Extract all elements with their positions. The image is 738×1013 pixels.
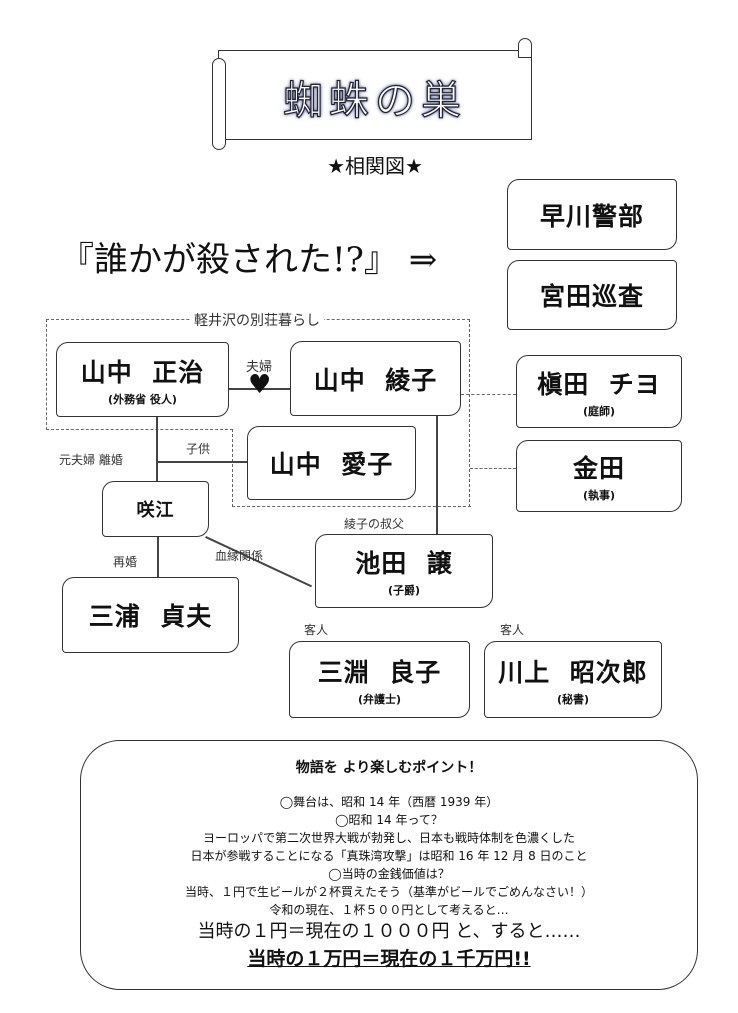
remarry-line (157, 537, 159, 577)
person-name: 早川警部 (539, 201, 644, 231)
blood-label: 血縁関係 (215, 549, 264, 563)
points-line: 日本が参戦することになる「真珠湾攻撃」は昭和 16 年 12 月 8 日のこと (190, 849, 588, 863)
person-name: 山中 正治 (80, 357, 205, 387)
person-name: 山中 愛子 (269, 450, 394, 479)
person-box-mibuchi: 三淵 良子 (弁護士) (289, 641, 470, 718)
person-box-sakie: 咲江 (102, 481, 209, 537)
child-label: 子供 (186, 442, 211, 456)
person-name: 金田 (572, 454, 625, 483)
scroll-roll-right (518, 38, 532, 58)
group-label: 軽井沢の別荘暮らし (190, 310, 324, 330)
uncle-label: 綾子の叔父 (344, 517, 405, 531)
remarry-label: 再婚 (113, 555, 138, 569)
ex-line (156, 417, 158, 482)
points-line: 令和の現在、１杯５００円として考えると… (269, 903, 509, 917)
points-line: ◯舞台は、昭和 14 年（西暦 1939 年） (279, 795, 499, 809)
person-box-makita: 槇田 チヨ (庭師) (516, 355, 682, 428)
connector (461, 394, 516, 395)
points-box: 物語を より楽しむポイント！ ◯舞台は、昭和 14 年（西暦 1939 年） ◯… (80, 740, 698, 990)
heart-icon: ♥ (248, 370, 272, 400)
person-name: 宮田巡査 (539, 282, 644, 311)
person-box-ayako: 山中 綾子 (290, 341, 461, 416)
person-role: (外務省 役人) (108, 392, 177, 406)
person-name: 山中 綾子 (313, 365, 438, 395)
person-box-miyata: 宮田巡査 (507, 260, 677, 330)
person-role: (子爵) (387, 584, 421, 597)
points-bigger: 当時の１万円＝現在の１千万円!! (247, 948, 531, 970)
points-big: 当時の１円＝現在の１０００円 と、すると…… (197, 921, 581, 942)
group-border (46, 429, 233, 430)
page-title: 蜘蛛の巣 (282, 77, 467, 124)
subtitle: ★相関図★ (327, 154, 423, 178)
points-line: ヨーロッパで第二次世界大戦が勃発し、日本も戦時体制を色濃くした (202, 831, 575, 845)
person-name: 川上 昭次郎 (498, 657, 648, 687)
person-box-kawakami: 川上 昭次郎 (秘書) (484, 641, 662, 718)
person-name: 三淵 良子 (317, 657, 442, 687)
person-box-aiko: 山中 愛子 (247, 426, 416, 500)
person-box-hayakawa: 早川警部 (507, 179, 677, 250)
person-box-ikeda: 池田 譲 (子爵) (315, 534, 493, 608)
group-border (469, 319, 470, 507)
group-border (46, 319, 47, 430)
connector (470, 468, 516, 469)
child-line (156, 461, 247, 463)
headline: 『誰かが殺された!?』 ⇒ (60, 232, 437, 281)
guest-label: 客人 (304, 623, 329, 637)
person-box-miura: 三浦 貞夫 (62, 577, 239, 653)
scroll-roll-left (212, 58, 226, 150)
person-name: 咲江 (136, 500, 175, 521)
person-box-kaneda: 金田 (執事) (516, 440, 682, 512)
guest-label: 客人 (500, 623, 525, 637)
headline-text: 『誰かが殺された!?』 (60, 240, 398, 280)
arrow-icon: ⇒ (408, 240, 438, 280)
points-line: ◯当時の金銭価値は？ (328, 867, 450, 881)
group-border (232, 506, 471, 507)
person-role: (庭師) (582, 404, 616, 418)
points-line: 当時、１円で生ビールが２杯買えたそう（基準がビールでごめんなさい！） (184, 885, 593, 899)
couple-label: 夫婦 (246, 360, 273, 375)
person-name: 槇田 チヨ (537, 369, 661, 399)
points-line: ◯昭和 14 年って？ (335, 813, 443, 827)
points-heading: 物語を より楽しむポイント！ (295, 760, 483, 776)
ex-label: 元夫婦 離婚 (59, 453, 123, 467)
group-border (232, 429, 233, 507)
couple-line (229, 388, 290, 390)
person-name: 池田 譲 (355, 549, 453, 578)
person-name: 三浦 貞夫 (88, 602, 213, 631)
person-role: (執事) (582, 489, 616, 502)
title-scroll (218, 50, 532, 140)
person-role: (秘書) (556, 692, 590, 706)
person-role: (弁護士) (357, 692, 402, 706)
person-box-masaharu: 山中 正治 (外務省 役人) (56, 342, 229, 417)
uncle-line (436, 416, 438, 534)
